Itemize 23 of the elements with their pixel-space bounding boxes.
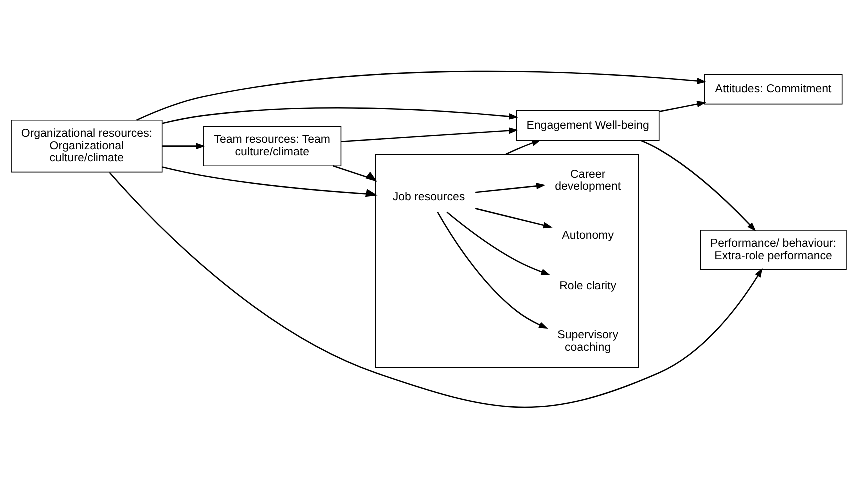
arrow: [109, 172, 763, 408]
arrow: [437, 211, 548, 329]
arrow: [446, 211, 551, 275]
arrow: [341, 127, 519, 142]
node-box: Team resources: Team culture/climate: [203, 126, 342, 166]
arrow: [476, 182, 546, 193]
arrow: [475, 208, 553, 228]
node-text: Autonomy: [562, 230, 614, 242]
node-box: Engagement Well-being: [516, 110, 660, 140]
arrow: [640, 140, 756, 232]
arrow: [162, 142, 206, 150]
node-box: Attitudes: Commitment: [704, 74, 843, 104]
node-text: Career development: [555, 168, 622, 193]
arrow: [162, 106, 519, 124]
node-box: Performance/ behaviour: Extra-role performance: [700, 229, 847, 270]
arrow: [136, 70, 707, 120]
arrow: [506, 139, 542, 155]
node-text: Role clarity: [560, 280, 617, 292]
node-box: Organizational resources: Organizational culture/climate: [11, 119, 163, 172]
arrow: [659, 100, 706, 112]
arrow: [162, 166, 378, 197]
node-text: Supervisory coaching: [558, 329, 618, 354]
arrow: [333, 165, 378, 182]
